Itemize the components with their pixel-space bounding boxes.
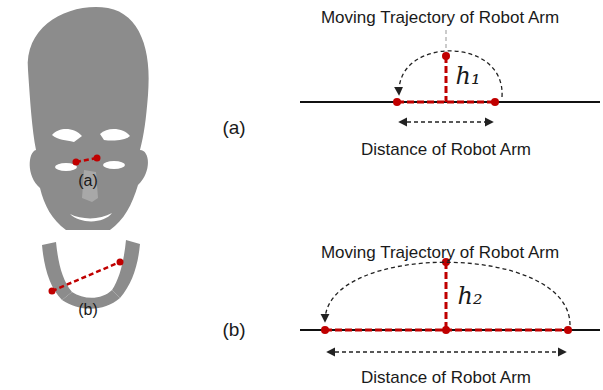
trajectory-title: Moving Trajectory of Robot Arm [321, 244, 559, 263]
face-measure-lines [49, 155, 124, 295]
trajectory-title: Moving Trajectory of Robot Arm [321, 9, 559, 28]
distance-label: Distance of Robot Arm [361, 369, 531, 388]
height-label: h₁ [455, 63, 480, 89]
face-silhouette [28, 7, 149, 309]
face-point-label: (a) [78, 172, 98, 190]
panel-label: (b) [222, 320, 245, 341]
face-point-label: (b) [78, 301, 98, 319]
panel-a-schematic [300, 30, 600, 122]
panel-label: (a) [222, 118, 245, 139]
distance-label: Distance of Robot Arm [361, 141, 531, 160]
panel-b-schematic [300, 258, 600, 352]
height-label: h₂ [457, 283, 482, 309]
